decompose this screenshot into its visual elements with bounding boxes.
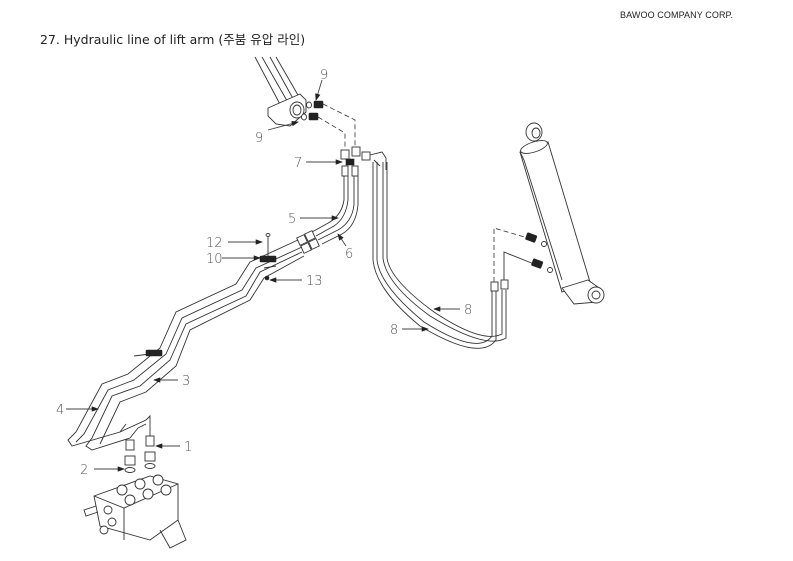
company-name: BAWOO COMPANY CORP. — [620, 10, 734, 20]
callout-1: 1 — [184, 440, 192, 455]
callouts: 9 9 7 5 6 12 10 13 3 4 1 2 8 8 — [56, 68, 472, 478]
tee-fittings-7 — [340, 146, 387, 177]
callout-12: 12 — [206, 236, 223, 251]
hoses-8 — [372, 162, 553, 349]
callout-9: 9 — [255, 131, 263, 146]
callout-8-upper: 8 — [464, 303, 472, 318]
control-valve — [83, 435, 187, 549]
callout-7: 7 — [294, 156, 302, 171]
page-title: 27. Hydraulic line of lift arm (주붐 유압 라인… — [40, 32, 306, 47]
callout-10: 9 — [320, 68, 328, 83]
callout-11: 10 — [206, 252, 223, 267]
lift-arm — [254, 56, 307, 127]
callout-3: 3 — [182, 374, 190, 389]
callout-4: 4 — [56, 403, 64, 418]
callout-6: 6 — [345, 247, 353, 262]
fittings-9-10 — [301, 100, 356, 150]
callout-13: 13 — [306, 274, 323, 289]
callout-2: 2 — [80, 463, 88, 478]
callout-5: 5 — [288, 212, 296, 227]
lift-cylinder — [519, 122, 605, 305]
steel-tubes-3-4 — [67, 239, 305, 451]
callout-8-lower: 8 — [390, 323, 398, 338]
hoses-5-6 — [296, 176, 359, 254]
clamp-11-12-13 — [133, 233, 277, 357]
